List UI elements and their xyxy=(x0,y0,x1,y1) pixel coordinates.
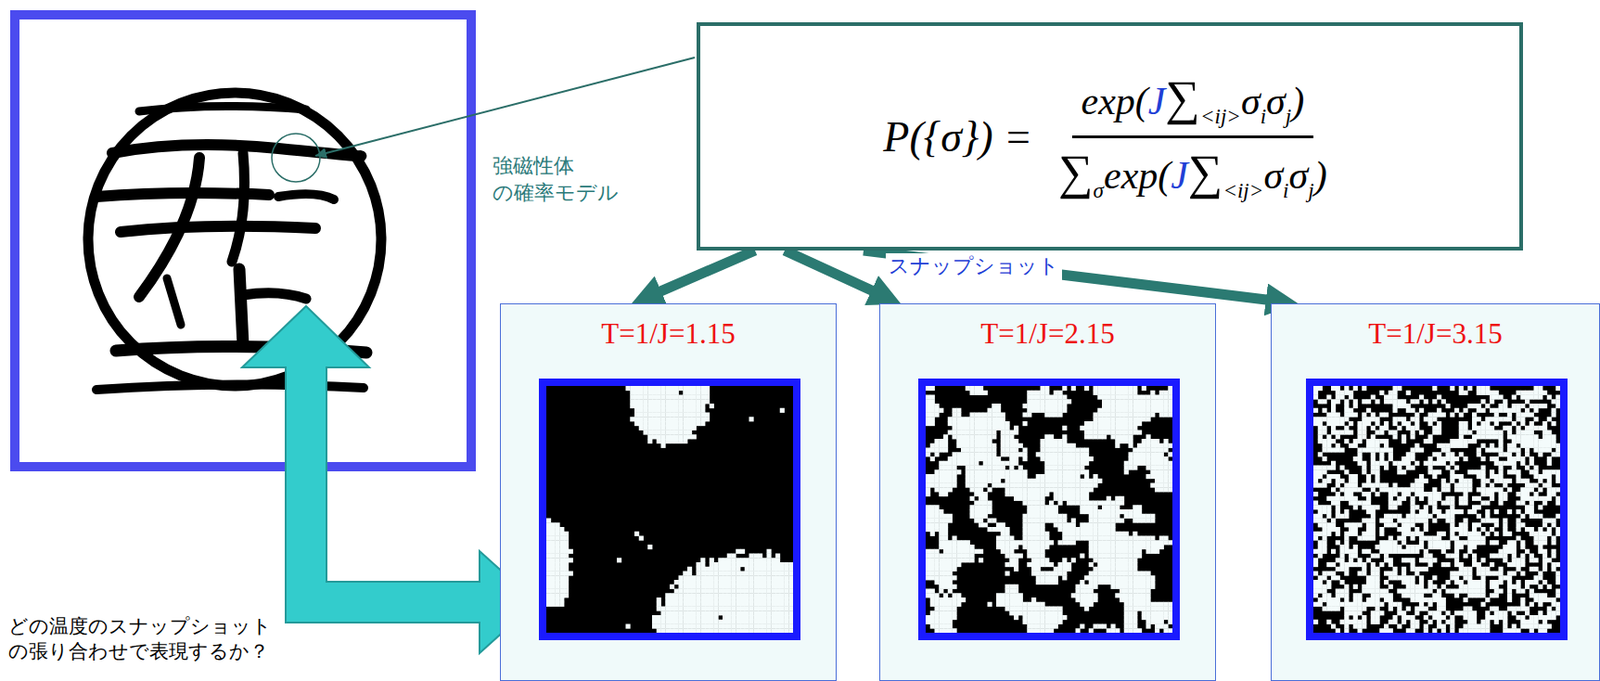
formula-lhs: P({σ}) = xyxy=(883,112,1033,162)
snapshot-panel: T=1/J=2.15 xyxy=(879,303,1216,681)
model-label: 強磁性体 の確率モデル xyxy=(489,153,626,206)
snapshot-image xyxy=(918,378,1180,640)
fraction: exp(J∑<ij>σiσj)∑σexp(J∑<ij>σiσj) xyxy=(1049,69,1337,204)
numerator: exp(J∑<ij>σiσj) xyxy=(1072,69,1315,138)
snapshot-panel: T=1/J=1.15 xyxy=(499,303,837,681)
snapshot-image xyxy=(538,378,801,640)
spin-texture xyxy=(1313,385,1561,633)
temperature-title: T=1/J=2.15 xyxy=(880,317,1216,351)
snapshot-image xyxy=(1305,378,1568,640)
temperature-title: T=1/J=1.15 xyxy=(500,317,836,351)
temperature-title: T=1/J=3.15 xyxy=(1271,317,1600,351)
flow-arrow xyxy=(653,250,756,295)
formula-box: P({σ}) = exp(J∑<ij>σiσj)∑σexp(J∑<ij>σiσj) xyxy=(696,22,1524,251)
question-note: どの温度のスナップショット の張り合わせで表現するか？ xyxy=(5,614,290,666)
flow-arrow xyxy=(784,250,879,295)
spin-texture xyxy=(925,385,1173,633)
flow-arrow xyxy=(863,250,1274,301)
spin-texture xyxy=(546,385,794,633)
snapshot-panel: T=1/J=3.15 xyxy=(1270,303,1600,681)
snapshot-label: スナップショット xyxy=(885,253,1063,281)
denominator: ∑σexp(J∑<ij>σiσj) xyxy=(1049,138,1337,204)
image-frame xyxy=(14,14,472,467)
highlight-circle xyxy=(271,133,320,182)
leader-line xyxy=(315,57,695,156)
double-arrow xyxy=(242,306,537,653)
